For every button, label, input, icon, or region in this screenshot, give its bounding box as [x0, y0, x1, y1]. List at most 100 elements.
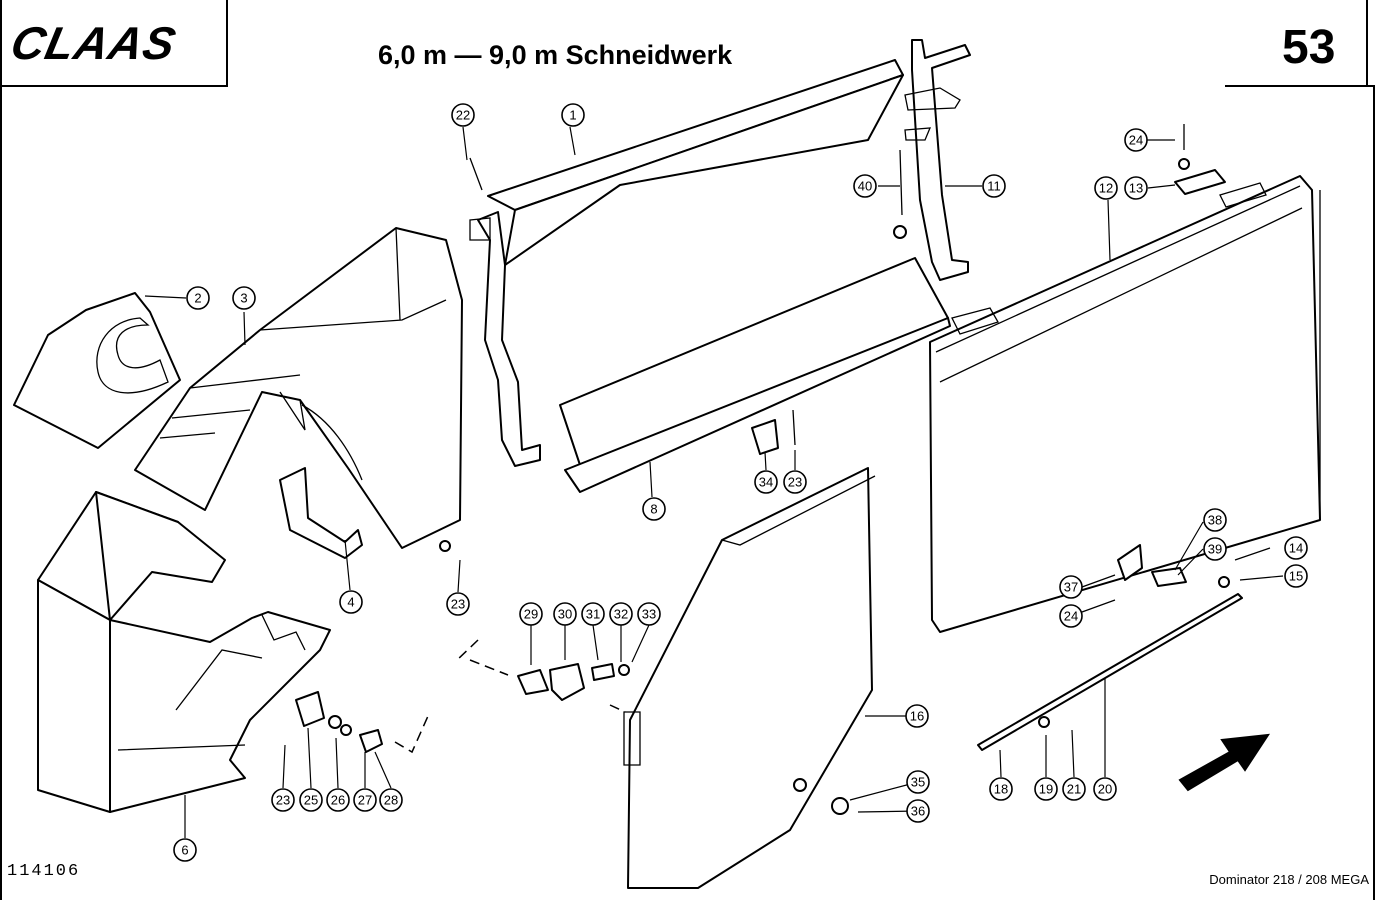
- callout-20: 20: [1093, 777, 1117, 801]
- callout-23a: 23: [446, 592, 470, 616]
- svg-text:39: 39: [1208, 542, 1222, 557]
- callout-16: 16: [905, 704, 929, 728]
- callout-35: 35: [906, 770, 930, 794]
- svg-text:30: 30: [558, 607, 572, 622]
- svg-text:6: 6: [181, 843, 188, 858]
- callout-3: 3: [232, 286, 256, 310]
- callout-24a: 24: [1124, 128, 1148, 152]
- callout-30: 30: [553, 602, 577, 626]
- svg-text:15: 15: [1289, 569, 1303, 584]
- callout-25: 25: [299, 788, 323, 812]
- callout-36: 36: [906, 799, 930, 823]
- callout-31: 31: [581, 602, 605, 626]
- callout-29: 29: [519, 602, 543, 626]
- svg-text:33: 33: [642, 607, 656, 622]
- leader-lines: [144, 126, 1284, 838]
- svg-text:32: 32: [614, 607, 628, 622]
- svg-text:27: 27: [358, 793, 372, 808]
- svg-text:19: 19: [1039, 782, 1053, 797]
- header-rule-right: [1225, 85, 1375, 87]
- callout-38: 38: [1203, 508, 1227, 532]
- part-6-housing: [37, 491, 331, 813]
- part-2-plate: [13, 292, 181, 449]
- svg-text:29: 29: [524, 607, 538, 622]
- callout-6: 6: [173, 838, 197, 862]
- callout-27: 27: [353, 788, 377, 812]
- svg-text:35: 35: [911, 775, 925, 790]
- callout-19: 19: [1034, 777, 1058, 801]
- small-hardware: [295, 124, 1230, 815]
- callout-8: 8: [642, 497, 666, 521]
- callout-32: 32: [609, 602, 633, 626]
- callout-23b: 23: [783, 470, 807, 494]
- svg-text:31: 31: [586, 607, 600, 622]
- svg-text:34: 34: [759, 475, 773, 490]
- svg-text:24: 24: [1129, 133, 1143, 148]
- callout-28: 28: [379, 788, 403, 812]
- svg-text:16: 16: [910, 709, 924, 724]
- callout-2: 2: [186, 286, 210, 310]
- svg-text:2: 2: [194, 291, 201, 306]
- callout-1: 1: [561, 103, 585, 127]
- part-3-cover: [134, 227, 463, 549]
- callout-37: 37: [1059, 575, 1083, 599]
- callout-39: 39: [1203, 537, 1227, 561]
- callout-40: 40: [853, 174, 877, 198]
- model-name: Dominator 218 / 208 MEGA: [1209, 872, 1369, 887]
- svg-text:11: 11: [987, 179, 1001, 194]
- direction-arrow: [1178, 733, 1271, 792]
- callout-13: 13: [1124, 176, 1148, 200]
- svg-text:23: 23: [451, 597, 465, 612]
- svg-text:25: 25: [304, 793, 318, 808]
- svg-text:12: 12: [1099, 181, 1113, 196]
- callout-12: 12: [1094, 176, 1118, 200]
- page-number: 53: [1282, 21, 1336, 74]
- callout-layer: 1 2 3 4 6 8 11 12 13 14 15 16 18 19 20 2…: [173, 103, 1308, 862]
- svg-text:26: 26: [331, 793, 345, 808]
- part-11-strap: [904, 39, 971, 281]
- frame-left-edge: [0, 0, 2, 900]
- callout-22: 22: [451, 103, 475, 127]
- callout-33: 33: [637, 602, 661, 626]
- svg-text:37: 37: [1064, 580, 1078, 595]
- header-divider-left: [226, 0, 228, 87]
- callout-23c: 23: [271, 788, 295, 812]
- svg-text:36: 36: [911, 804, 925, 819]
- svg-text:13: 13: [1129, 181, 1143, 196]
- callout-11: 11: [982, 174, 1006, 198]
- callout-24b: 24: [1059, 604, 1083, 628]
- svg-text:23: 23: [788, 475, 802, 490]
- frame-right-edge: [1373, 85, 1375, 900]
- svg-text:22: 22: [456, 108, 470, 123]
- header-rule-left: [0, 85, 226, 87]
- svg-text:3: 3: [240, 291, 247, 306]
- callout-26: 26: [326, 788, 350, 812]
- svg-text:21: 21: [1067, 782, 1081, 797]
- document-number: 114106: [7, 862, 81, 881]
- part-8-channel: [559, 257, 951, 493]
- part-16-door: [623, 467, 876, 889]
- callout-15: 15: [1284, 564, 1308, 588]
- svg-text:28: 28: [384, 793, 398, 808]
- svg-text:38: 38: [1208, 513, 1222, 528]
- svg-text:20: 20: [1098, 782, 1112, 797]
- part-20-rod: [977, 593, 1243, 751]
- svg-text:40: 40: [858, 179, 872, 194]
- callout-34: 34: [754, 470, 778, 494]
- svg-text:23: 23: [276, 793, 290, 808]
- svg-text:18: 18: [994, 782, 1008, 797]
- reference-lines: [394, 639, 626, 754]
- svg-text:8: 8: [650, 502, 657, 517]
- part-1-frame: [469, 59, 904, 467]
- callout-4: 4: [339, 590, 363, 614]
- svg-text:24: 24: [1064, 609, 1078, 624]
- callout-14: 14: [1284, 536, 1308, 560]
- header-divider-right: [1366, 0, 1368, 87]
- callout-21: 21: [1062, 777, 1086, 801]
- part-13-hinge: [1174, 169, 1226, 195]
- svg-text:14: 14: [1289, 541, 1303, 556]
- svg-text:1: 1: [569, 108, 576, 123]
- part-4-bracket: [279, 467, 363, 559]
